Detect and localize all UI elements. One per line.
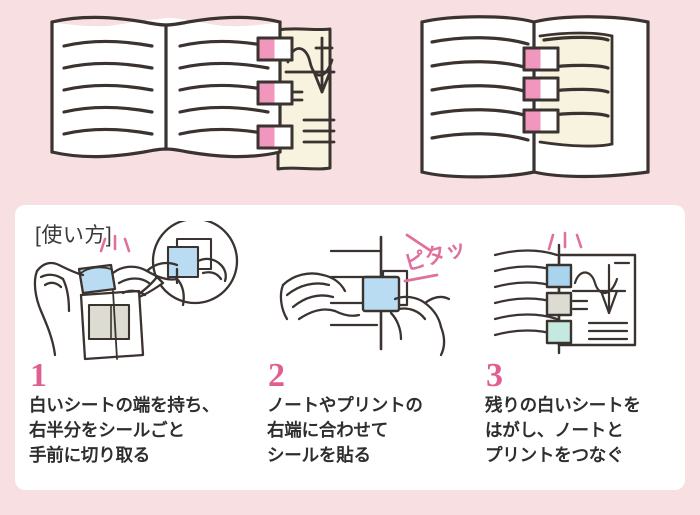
sticky-tab [256, 80, 294, 106]
step-2-number: 2 [268, 357, 285, 394]
caption-line: 右端に合わせて [267, 419, 389, 440]
step-3-number: 3 [486, 357, 503, 394]
caption-line: 右半分をシールごと [29, 419, 185, 440]
step-1: 1 白いシートの端を持ち、 右半分をシールごと 手前に切り取る [27, 205, 242, 490]
sticky-tab [256, 124, 294, 150]
sticky-tab [522, 76, 560, 102]
steps-container: 1 白いシートの端を持ち、 右半分をシールごと 手前に切り取る [15, 205, 685, 490]
caption-line: 残りの白いシートを [485, 395, 641, 415]
caption-line: 白いシートの端を持ち、 [29, 395, 220, 415]
caption-line: プリントをつなぐ [485, 444, 624, 465]
right-notebook-illustration [420, 15, 650, 179]
left-notebook-illustration [50, 15, 336, 171]
caption-line: 手前に切り取る [29, 444, 151, 465]
caption-line: ノートやプリントの [267, 395, 423, 415]
step-1-number: 1 [30, 357, 47, 394]
step-3: 3 残りの白いシートを はがし、ノートと プリントをつなぐ [483, 205, 698, 490]
tab-gray [545, 291, 573, 317]
spark-marks [547, 231, 583, 251]
blue-tab [361, 275, 401, 313]
tab-mint [545, 319, 573, 345]
step-2: ピタッ 2 ノートやプリントの 右端に合わせて シールを貼る [265, 205, 480, 490]
step-1-caption: 白いシートの端を持ち、 右半分をシールごと 手前に切り取る [29, 393, 241, 468]
step-3-illustration [483, 221, 698, 361]
left-hand [33, 261, 85, 357]
tab-blue [545, 263, 573, 289]
caption-line: シールを貼る [267, 444, 371, 465]
right-hand [389, 295, 451, 357]
step-1-illustration [27, 221, 242, 361]
spark-marks [99, 234, 131, 253]
sheet-being-torn [79, 289, 145, 361]
howto-heading: [使い方] [35, 224, 113, 247]
hero-illustrations [0, 0, 700, 190]
right-hand [111, 261, 185, 307]
sticky-tab [256, 36, 294, 62]
callout-bubble [125, 221, 239, 305]
step-3-caption: 残りの白いシートを はがし、ノートと プリントをつなぐ [485, 393, 697, 468]
caption-line: はがし、ノートと [485, 419, 624, 440]
blue-tab [77, 263, 117, 295]
sound-effect-group [403, 233, 439, 283]
sound-effect-text: ピタッ [402, 236, 469, 275]
step-2-caption: ノートやプリントの 右端に合わせて シールを貼る [267, 393, 479, 468]
howto-panel: [使い方] [15, 205, 685, 490]
sticky-tab [522, 108, 560, 134]
sticky-tab [522, 46, 560, 72]
step-2-illustration: ピタッ [265, 221, 480, 361]
left-hand [279, 272, 361, 321]
